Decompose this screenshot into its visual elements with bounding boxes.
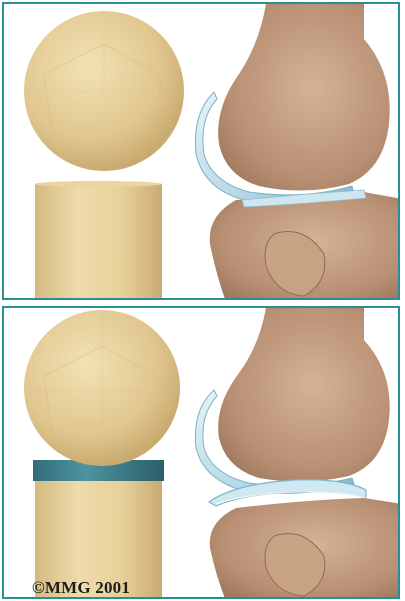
- tibia-bone: [210, 498, 400, 599]
- tibia-bone: [210, 190, 400, 300]
- bottom-panel-illustration: [4, 308, 400, 599]
- femur-bone: [218, 308, 390, 482]
- top-panel: [2, 2, 400, 300]
- femur-bone: [218, 4, 390, 191]
- bottom-panel: ©MMG 2001: [2, 306, 400, 599]
- top-panel-illustration: [4, 4, 400, 300]
- ball-model: [24, 310, 180, 466]
- cylinder-model: [35, 181, 162, 300]
- copyright-text: ©MMG 2001: [32, 578, 130, 598]
- ball-model: [24, 11, 184, 171]
